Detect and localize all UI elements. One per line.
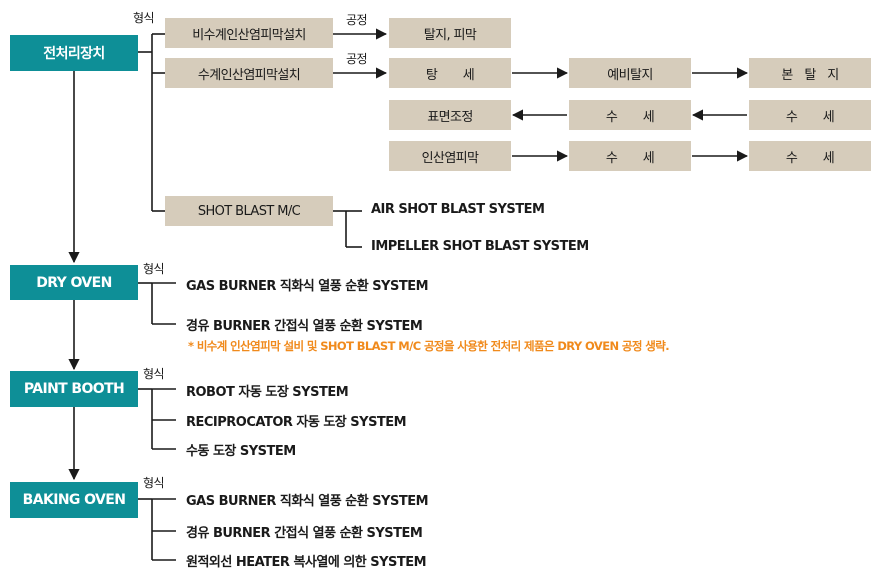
impeller-shot-blast-system: IMPELLER SHOT BLAST SYSTEM bbox=[371, 239, 589, 254]
process-pre-degrease: 예비탈지 bbox=[569, 58, 691, 88]
stage-paint-booth: PAINT BOOTH bbox=[10, 371, 138, 407]
process-rinse-2a: 수 세 bbox=[569, 100, 691, 130]
paint-booth-robot: ROBOT 자동 도장 SYSTEM bbox=[186, 385, 349, 400]
process-phosphate-coating: 인산염피막 bbox=[389, 141, 511, 171]
air-shot-blast-system: AIR SHOT BLAST SYSTEM bbox=[371, 202, 545, 217]
stage-pretreatment: 전처리장치 bbox=[10, 35, 138, 71]
process-rinse-3b: 수 세 bbox=[749, 141, 871, 171]
type-label-baking-oven: 형식 bbox=[143, 476, 165, 490]
dry-oven-diesel-burner: 경유 BURNER 간접식 열풍 순환 SYSTEM bbox=[186, 319, 423, 334]
stage-dry-oven: DRY OVEN bbox=[10, 265, 138, 300]
process-main-degrease: 본 탈 지 bbox=[749, 58, 871, 88]
process-rinse-2b: 수 세 bbox=[749, 100, 871, 130]
process-rinse-3a: 수 세 bbox=[569, 141, 691, 171]
baking-oven-diesel-burner: 경유 BURNER 간접식 열풍 순환 SYSTEM bbox=[186, 526, 423, 541]
baking-oven-infrared-heater: 원적외선 HEATER 복사열에 의한 SYSTEM bbox=[186, 555, 427, 570]
process-degrease-coating: 탈지, 피막 bbox=[389, 18, 511, 48]
process-surface-conditioning: 표면조정 bbox=[389, 100, 511, 130]
pretreatment-type-aqueous: 수계인산염피막설치 bbox=[165, 58, 333, 88]
stage-baking-oven: BAKING OVEN bbox=[10, 482, 138, 518]
process-hot-rinse: 탕 세 bbox=[389, 58, 511, 88]
type-label-pretreatment: 형식 bbox=[133, 11, 155, 25]
shot-blast-machine: SHOT BLAST M/C bbox=[165, 196, 333, 226]
paint-booth-manual: 수동 도장 SYSTEM bbox=[186, 444, 296, 459]
baking-oven-gas-burner: GAS BURNER 직화식 열풍 순환 SYSTEM bbox=[186, 494, 429, 509]
type-label-dry-oven: 형식 bbox=[143, 262, 165, 276]
pretreatment-type-nonaqueous: 비수계인산염피막설치 bbox=[165, 18, 333, 48]
dry-oven-note: * 비수계 인산염피막 설비 및 SHOT BLAST M/C 공정을 사용한 … bbox=[188, 339, 670, 353]
paint-booth-reciprocator: RECIPROCATOR 자동 도장 SYSTEM bbox=[186, 415, 407, 430]
process-label-2: 공정 bbox=[346, 52, 368, 66]
dry-oven-gas-burner: GAS BURNER 직화식 열풍 순환 SYSTEM bbox=[186, 279, 429, 294]
process-label-1: 공정 bbox=[346, 13, 368, 27]
type-label-paint-booth: 형식 bbox=[143, 367, 165, 381]
